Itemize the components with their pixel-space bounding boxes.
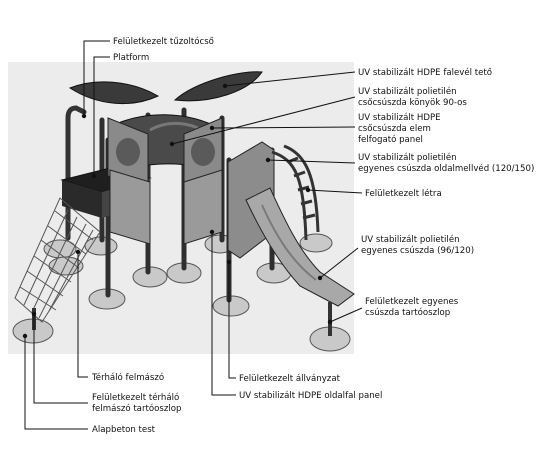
label-net-post-1: Felületkezelt térháló — [92, 392, 179, 403]
label-ladder: Felületkezelt létra — [365, 188, 442, 199]
label-roof: UV stabilizált HDPE falevél tető — [358, 67, 492, 78]
leader-elbow — [171, 96, 356, 145]
leader-platform — [93, 56, 110, 176]
straight-slide — [245, 187, 355, 307]
leader-lines — [22, 40, 363, 430]
label-tube-3: felfogató panel — [358, 134, 423, 145]
straight-slide-bed — [261, 204, 317, 281]
label-side-panel: UV stabilizált HDPE oldalfal panel — [239, 391, 382, 401]
tube-panel-hole-left — [116, 138, 140, 166]
leader-roof — [224, 71, 356, 87]
leader-ladder — [307, 189, 363, 194]
label-concrete: Alapbeton test — [92, 425, 156, 435]
label-net-post-2: felmászó tartóoszlop — [92, 403, 181, 414]
leader-frame — [228, 262, 236, 379]
leader-net-climber — [77, 252, 88, 378]
leader-slide-post — [329, 307, 363, 323]
label-platform: Platform — [113, 53, 149, 63]
leader-tube-panel — [211, 126, 356, 129]
label-elbow-1: UV stabilizált polietilén — [358, 86, 457, 97]
label-tube-1: UV stabilizált HDPE — [358, 113, 441, 123]
label-slide-1: UV stabilizált polietilén — [361, 234, 460, 245]
roof-leaf-left — [68, 81, 160, 105]
label-slide-2: egyenes csúszda (96/120) — [361, 246, 474, 256]
label-elbow-2: csőcsúszda könyök 90-os — [358, 98, 467, 108]
roof-leaf-right — [173, 71, 263, 102]
leader-concrete — [24, 336, 88, 430]
ladder — [271, 144, 320, 241]
callout-labels: Felületkezelt tűzoltócső Platform UV sta… — [91, 36, 534, 435]
label-sidewall-1: UV stabilizált polietilén — [358, 152, 457, 163]
fire-pole — [65, 105, 87, 241]
net-climber — [14, 197, 101, 323]
label-tube-2: csőcsúszda elem — [358, 124, 431, 134]
tube-panel-hole-right — [191, 138, 215, 166]
leader-slide — [319, 247, 359, 279]
leader-fire-pole — [83, 40, 110, 116]
label-sidewall-2: egyenes csúszda oldalmellvéd (120/150) — [358, 163, 534, 174]
leader-net-post — [33, 314, 88, 404]
leader-side-panel — [211, 232, 236, 396]
leader-sidewall — [267, 159, 356, 164]
side-wall-panel-right — [183, 169, 223, 245]
label-fire-pole: Felületkezelt tűzoltócső — [113, 36, 214, 47]
playground-illustration — [12, 71, 355, 352]
side-wall-panel-left — [109, 169, 151, 245]
label-slide-post-1: Felületkezelt egyenes — [365, 297, 459, 307]
label-slide-post-2: csúszda tartóoszlop — [365, 307, 450, 318]
background-panel — [8, 62, 354, 354]
label-net-climber: Térháló felmászó — [91, 372, 164, 383]
label-frame: Felületkezelt állványzat — [239, 374, 341, 384]
